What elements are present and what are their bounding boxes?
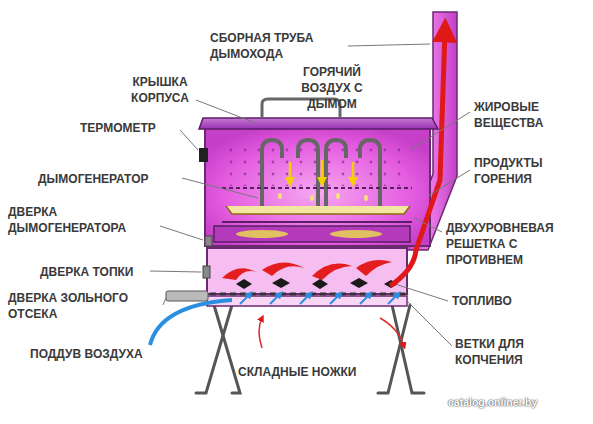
folding-legs <box>196 305 424 393</box>
air-arrows <box>240 294 398 304</box>
part-label: ЖИРОВЫЕ ВЕЩЕСТВА <box>474 99 574 131</box>
fold-arrows <box>259 318 404 348</box>
air-intake <box>150 300 232 345</box>
flow-label: ПОДДУВ ВОЗДУХА <box>30 346 143 362</box>
part-label: ДВЕРКА ЗОЛЬНОГО ОТСЕКА <box>8 290 160 322</box>
smoke-generator <box>214 226 410 242</box>
part-label: ТОПЛИВО <box>452 293 512 309</box>
ash-door-handle <box>166 291 208 301</box>
thermometer <box>199 148 208 162</box>
part-label: КРЫШКА КОРПУСА <box>122 74 198 106</box>
smoke-generator-door <box>205 236 212 246</box>
flow-label: ПРОДУКТЫ ГОРЕНИЯ <box>474 155 574 187</box>
flames <box>222 260 392 280</box>
firebox-door <box>203 266 210 278</box>
part-label: ДЫМОГЕНЕРАТОР <box>38 171 149 187</box>
part-label: СБОРНАЯ ТРУБА ДЫМОХОДА <box>210 30 350 62</box>
grate-and-tray <box>222 188 412 222</box>
part-label: ДВЕРКА ТОПКИ <box>40 264 134 280</box>
hot-air-arrows <box>290 160 353 182</box>
part-label: ВЕТКИ ДЛЯ КОПЧЕНИЯ <box>455 336 555 368</box>
smoke-outlets <box>262 140 380 210</box>
fat-drops <box>278 193 368 201</box>
firebox <box>207 248 407 294</box>
flow-label: ГОРЯЧИЙ ВОЗДУХ С ДЫМОМ <box>292 64 372 112</box>
housing-lid <box>199 118 438 129</box>
part-label: ДВУХУРОВНЕВАЯ РЕШЕТКА С ПРОТИВНЕМ <box>446 220 586 268</box>
part-label: ТЕРМОМЕТР <box>80 120 156 136</box>
leader-lines <box>150 44 470 346</box>
smoking-chamber <box>205 128 430 246</box>
part-label: ДВЕРКА ДЫМОГЕНЕРАТОРА <box>8 204 160 236</box>
fuel-grate <box>210 293 405 296</box>
fuel-pieces <box>236 278 398 289</box>
part-label: СКЛАДНЫЕ НОЖКИ <box>238 364 356 380</box>
watermark: catalog.onliner.by <box>448 394 537 410</box>
combustion-flow <box>390 30 445 286</box>
